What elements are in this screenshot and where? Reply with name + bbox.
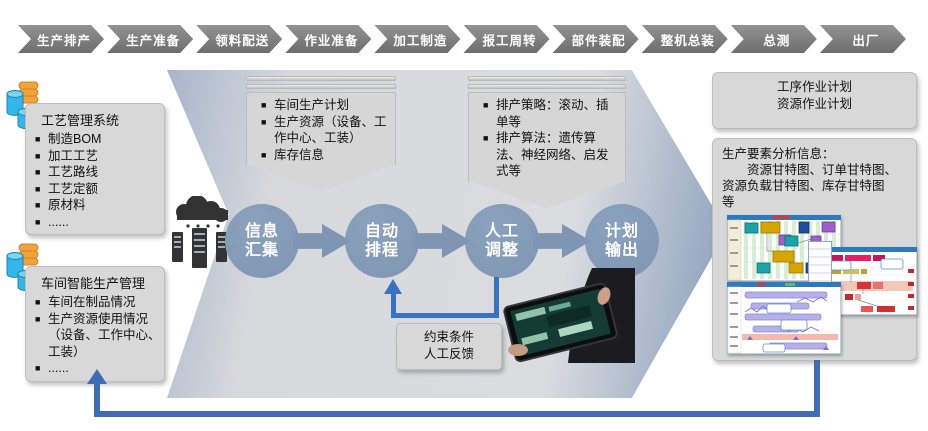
load-gantt-screenshot	[727, 282, 841, 354]
panel-item-list: 制造BOM加工工艺工艺路线工艺定额原材料......	[26, 131, 164, 230]
flow-step-circle: 自动 排程	[345, 204, 419, 278]
process-step-chevron: 作业准备	[285, 25, 371, 53]
flow-step-circle: 人工 调整	[465, 204, 539, 278]
list-item: 排产策略：滚动、插单等	[483, 97, 617, 130]
stacked-sheet-bar	[246, 84, 396, 89]
feedback-elbow-arrow-segment	[494, 277, 499, 318]
process-step-chevron: 生产排产	[18, 25, 104, 53]
list-item: 工艺路线	[35, 164, 161, 181]
resource-gantt-screenshot	[727, 215, 841, 281]
analysis-text: 生产要素分析信息： 资源甘特图、订单甘特图、 资源负载甘特图、库存甘特图 等	[722, 147, 898, 209]
list-item: 车间在制品情况	[35, 294, 161, 311]
feedback-elbow-arrowhead	[384, 279, 402, 294]
process-bar: 生产排产生产准备领料配送作业准备加工制造报工周转部件装配整机总装总测出厂	[18, 25, 906, 53]
feedback-elbow-arrow-segment	[391, 293, 396, 315]
process-step-chevron: 出厂	[820, 25, 906, 53]
callout-item-list: 排产策略：滚动、插单等排产算法：遗传算法、神经网络、启发式等	[474, 97, 620, 180]
flow-step-circle: 信息 汇集	[225, 204, 299, 278]
process-step-chevron: 总测	[731, 25, 817, 53]
process-step-chevron: 加工制造	[374, 25, 460, 53]
cloud-servers-icon	[172, 196, 228, 268]
stacked-sheet-bar	[468, 84, 626, 89]
list-item: 制造BOM	[35, 131, 161, 148]
callout-scheduling-strategy: 排产策略：滚动、插单等排产算法：遗传算法、神经网络、启发式等	[468, 76, 626, 209]
panel-title: 车间智能生产管理	[41, 276, 146, 291]
list-item: ......	[35, 214, 161, 231]
process-step-chevron: 报工周转	[463, 25, 549, 53]
callout-body: 车间生产计划生产资源（设备、工作中心、工装）库存信息	[246, 92, 396, 165]
craft-management-panel: 工艺管理系统 制造BOM加工工艺工艺路线工艺定额原材料......	[25, 103, 165, 235]
callout-item-list: 车间生产计划生产资源（设备、工作中心、工装）库存信息	[252, 97, 390, 163]
callout-plan-inputs: 车间生产计划生产资源（设备、工作中心、工装）库存信息	[246, 76, 396, 192]
feedback-loop-arrow-segment	[814, 360, 820, 416]
feedback-loop-arrowhead	[87, 369, 107, 384]
list-item: 车间生产计划	[261, 97, 387, 114]
panel-item-list: 车间在制品情况生产资源使用情况（设备、工作中心、工装）......	[26, 294, 164, 377]
list-item: 加工工艺	[35, 148, 161, 165]
stacked-sheet-bar	[246, 76, 396, 81]
callout-down-arrow	[246, 164, 396, 192]
feedback-elbow-arrow-segment	[391, 313, 499, 318]
tablet-photo	[503, 268, 635, 363]
panel-title: 工艺管理系统	[41, 113, 120, 128]
list-item: 生产资源（设备、工作中心、工装）	[261, 114, 387, 147]
output-plans-panel: 工序作业计划 资源作业计划	[712, 72, 917, 129]
process-step-chevron: 整机总装	[642, 25, 728, 53]
list-item: 生产资源使用情况（设备、工作中心、工装）	[35, 311, 161, 361]
list-item: 原材料	[35, 197, 161, 214]
flow-step-circle: 计划 输出	[585, 204, 659, 278]
constraint-feedback-box: 约束条件 人工反馈	[396, 323, 502, 370]
list-item: ......	[35, 360, 161, 377]
feedback-loop-arrow-segment	[94, 411, 820, 417]
process-step-chevron: 领料配送	[196, 25, 282, 53]
process-step-chevron: 生产准备	[107, 25, 193, 53]
list-item: 工艺定额	[35, 181, 161, 198]
flow-steps: 信息 汇集自动 排程人工 调整计划 输出	[225, 204, 659, 278]
workshop-smart-production-panel: 车间智能生产管理 车间在制品情况生产资源使用情况（设备、工作中心、工装）....…	[25, 266, 165, 382]
analysis-panel: 生产要素分析信息： 资源甘特图、订单甘特图、 资源负载甘特图、库存甘特图 等	[712, 138, 917, 361]
list-item: 库存信息	[261, 147, 387, 164]
list-item: 排产算法：遗传算法、神经网络、启发式等	[483, 130, 617, 180]
process-step-chevron: 部件装配	[553, 25, 639, 53]
callout-body: 排产策略：滚动、插单等排产算法：遗传算法、神经网络、启发式等	[468, 92, 626, 182]
stacked-sheet-bar	[468, 76, 626, 81]
feedback-loop-arrow-segment	[94, 383, 100, 413]
